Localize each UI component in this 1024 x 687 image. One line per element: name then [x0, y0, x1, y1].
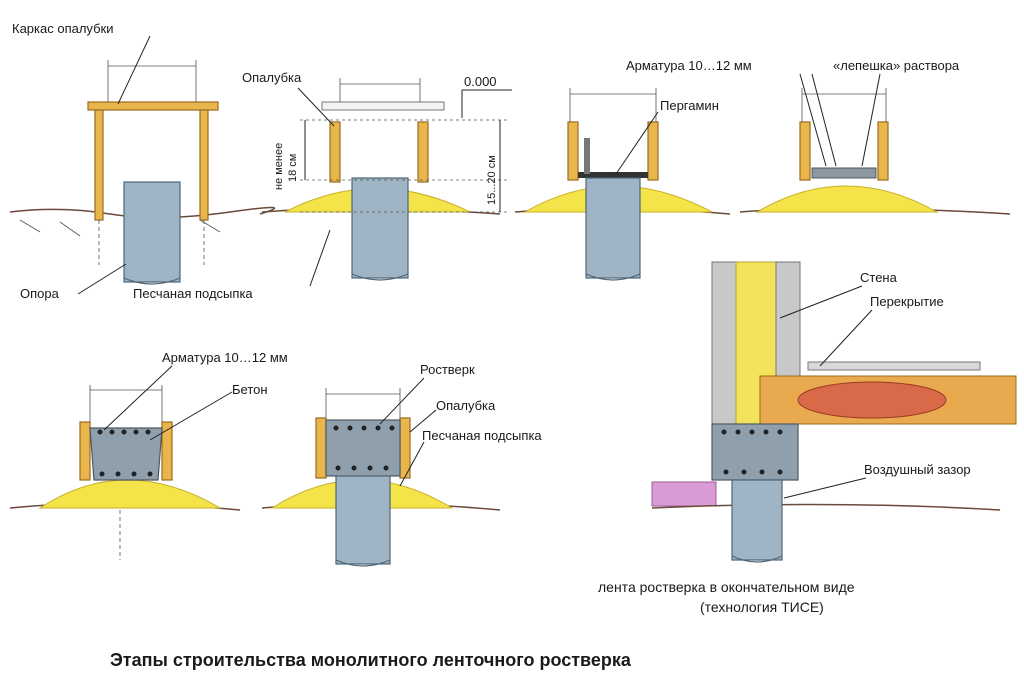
label-beton: Бетон — [232, 382, 268, 397]
stage-5-concrete: Арматура 10…12 мм Бетон — [9, 350, 288, 560]
label-armatura-1: Арматура 10…12 мм — [626, 58, 752, 73]
pergamin-sheet — [578, 172, 648, 178]
sand-mound — [755, 185, 939, 213]
label-pergamin: Пергамин — [660, 98, 719, 113]
stage-4-mortar: Арматура 10…12 мм «лепешка» раствора — [626, 58, 1011, 215]
stage-6-rostverk: Ростверк Опалубка Песчаная подсыпка — [261, 362, 542, 567]
formwork-right — [877, 121, 889, 181]
label-ne-menee: не менее — [273, 143, 285, 190]
label-vozdushny: Воздушный зазор — [864, 462, 971, 477]
concrete-block — [89, 427, 163, 481]
formwork-left — [329, 121, 341, 183]
outside-soil-layer — [651, 481, 717, 507]
formwork-left — [567, 121, 579, 181]
mortar-cake — [811, 167, 877, 179]
frame-left-post — [94, 109, 104, 221]
formwork-left — [799, 121, 811, 181]
label-karkas: Каркас опалубки — [12, 21, 113, 36]
label-stena: Стена — [860, 270, 898, 285]
label-opalubka-1: Опалубка — [242, 70, 302, 85]
pile-support — [123, 181, 181, 283]
caption-line-2: (технология ТИСЕ) — [700, 599, 824, 615]
floor-board — [807, 361, 981, 371]
pile-support — [351, 177, 409, 279]
label-armatura-2: Арматура 10…12 мм — [162, 350, 288, 365]
label-zero: 0.000 — [464, 74, 497, 89]
formwork-right — [161, 421, 173, 481]
pile-support — [585, 177, 641, 279]
pile-support — [731, 479, 783, 561]
label-18cm: 18 см — [287, 154, 299, 182]
final-view: Стена Перекрытие Воздушный зазор лента р… — [598, 261, 1017, 615]
diagram-title: Этапы строительства монолитного ленточно… — [110, 650, 632, 670]
stage-2-formwork: не менее 18 см 15...20 см 0.000 Опалубка — [242, 70, 512, 281]
label-pesok-1: Песчаная подсыпка — [133, 286, 253, 301]
label-15-20cm: 15...20 см — [486, 155, 498, 205]
frame-top-beam — [87, 101, 219, 111]
caption-line-1: лента ростверка в окончательном виде — [598, 579, 855, 595]
ground-line — [651, 503, 1001, 511]
frame-right-post — [199, 109, 209, 221]
formwork-right — [399, 417, 411, 479]
stage-1-formwork-frame: Каркас опалубки Опора Песчаная подсыпка — [9, 21, 331, 301]
formwork-right — [417, 121, 429, 183]
pile-support — [335, 475, 391, 565]
formwork-left — [315, 417, 327, 479]
label-perekrytie: Перекрытие — [870, 294, 944, 309]
stage-3-pergamin: Пергамин — [514, 88, 731, 281]
formwork-right — [647, 121, 659, 181]
label-pesok-2: Песчаная подсыпка — [422, 428, 542, 443]
sand-mound — [38, 479, 222, 509]
label-lepeshka: «лепешка» раствора — [833, 58, 960, 73]
label-rostverk: Ростверк — [420, 362, 475, 377]
label-opora: Опора — [20, 286, 60, 301]
wall-outer — [711, 261, 737, 425]
floor-fill — [797, 381, 947, 419]
formwork-left — [79, 421, 91, 481]
label-opalubka-2: Опалубка — [436, 398, 496, 413]
